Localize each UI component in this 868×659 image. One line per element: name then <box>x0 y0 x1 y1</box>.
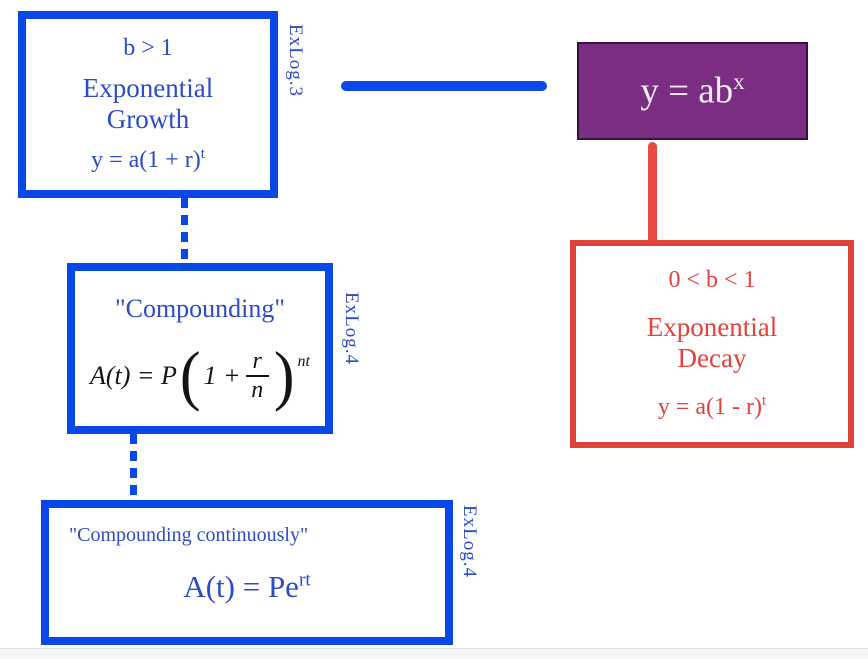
continuous-formula-base: A(t) = Pe <box>183 569 299 604</box>
exponential-growth-box: b > 1 Exponential Growth y = a(1 + r)t <box>18 11 278 198</box>
growth-tag-label: ExLog.3 <box>285 24 306 97</box>
decay-formula-exponent: t <box>762 392 767 409</box>
continuous-compounding-box: "Compounding continuously" A(t) = Pert <box>41 500 453 645</box>
compound-formula-close-paren: ) <box>273 339 295 413</box>
compound-formula-denominator: n <box>251 377 264 404</box>
compound-formula-open-paren: ( <box>179 339 201 413</box>
growth-formula: y = a(1 + r)t <box>91 146 205 174</box>
growth-condition: b > 1 <box>123 34 173 61</box>
compounding-to-continuous-dashed-connector <box>130 434 137 500</box>
decay-formula-base: y = a(1 - r) <box>657 393 762 420</box>
compound-formula-exponent: nt <box>297 352 310 370</box>
general-exponential-box: y = abx <box>577 42 808 140</box>
compound-formula-lhs: A(t) = P <box>89 361 177 391</box>
compound-interest-formula: A(t) = P ( 1 + r n ) nt <box>89 339 310 413</box>
continuous-formula: A(t) = Pert <box>69 569 425 605</box>
compounding-box: "Compounding" A(t) = P ( 1 + r n ) nt <box>67 263 333 434</box>
compounding-tag-label: ExLog.4 <box>341 292 362 365</box>
continuous-formula-exponent: rt <box>298 569 311 591</box>
bottom-edge-strip <box>0 648 868 659</box>
growth-formula-base: y = a(1 + r) <box>91 147 201 174</box>
compound-formula-numerator: r <box>245 348 269 378</box>
general-formula: y = abx <box>640 69 744 112</box>
growth-title: Exponential Growth <box>83 73 213 135</box>
compounding-title: "Compounding" <box>114 293 285 323</box>
decay-condition: 0 < b < 1 <box>668 267 756 294</box>
continuous-tag-label: ExLog.4 <box>459 505 480 578</box>
decay-title-line2: Decay <box>677 343 747 374</box>
general-to-decay-connector <box>648 142 657 240</box>
decay-formula: y = a(1 - r)t <box>658 393 766 421</box>
growth-to-compounding-dashed-connector <box>181 198 188 262</box>
decay-title: Exponential Decay <box>647 312 777 374</box>
compound-formula-fraction: r n <box>245 348 269 404</box>
exponential-decay-box: 0 < b < 1 Exponential Decay y = a(1 - r)… <box>570 240 854 448</box>
general-formula-exponent: x <box>733 69 745 95</box>
growth-to-general-connector <box>341 81 547 91</box>
growth-title-line2: Growth <box>106 103 190 134</box>
continuous-title: "Compounding continuously" <box>69 524 309 546</box>
general-formula-base: y = ab <box>640 70 734 112</box>
growth-title-line1: Exponential <box>82 72 214 103</box>
growth-formula-exponent: t <box>200 146 205 163</box>
decay-title-line1: Exponential <box>646 312 778 343</box>
compound-formula-inner: 1 + <box>203 361 241 391</box>
